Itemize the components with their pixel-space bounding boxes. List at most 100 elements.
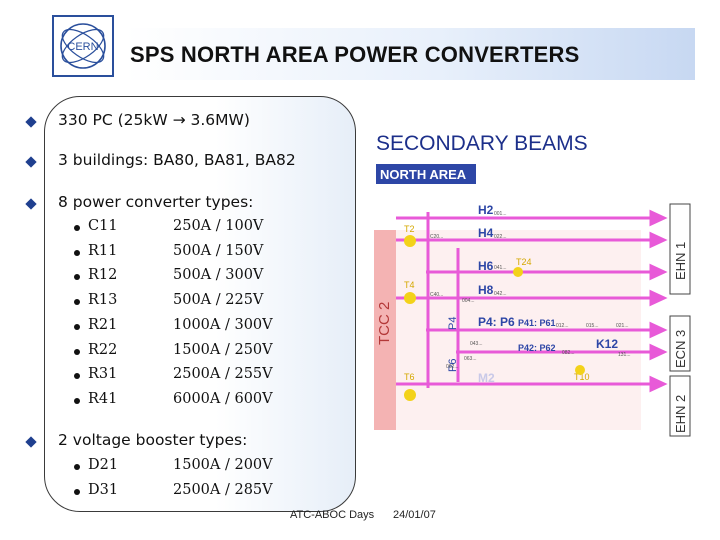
small-label: C40... — [430, 292, 443, 298]
converter-rating: 500A / 300V — [173, 267, 264, 283]
secondary-beams-diagram: SECONDARY BEAMS NORTH AREA TCC 2 EHN 1 E… — [374, 132, 691, 437]
list-dot-icon — [74, 250, 80, 256]
beam-label-k12: K12 — [596, 337, 618, 351]
target-t24-icon — [513, 267, 523, 277]
small-label: 004... — [462, 298, 475, 304]
beam-arrow-icon — [649, 231, 668, 249]
cern-logo-text: CERN — [67, 41, 98, 53]
target-t4-icon — [404, 292, 416, 304]
booster-rating: 1500A / 200V — [173, 457, 273, 473]
target-label-t4: T4 — [404, 280, 415, 290]
small-label: 063... — [464, 356, 477, 362]
text-panel — [44, 96, 356, 512]
list-dot-icon — [74, 349, 80, 355]
beam-arrow-icon — [649, 321, 668, 339]
booster-type: D31 — [88, 482, 119, 498]
target-t10-icon — [575, 365, 585, 375]
target-label-t2: T2 — [404, 224, 415, 234]
small-label: C20... — [430, 234, 443, 240]
cern-logo: CERN — [52, 15, 114, 77]
converter-type: R13 — [88, 292, 118, 308]
small-label: 022... — [494, 234, 507, 240]
small-label: 041... — [494, 265, 507, 271]
beam-label-p4p6: P4: P6 — [478, 315, 515, 329]
converter-type: R12 — [88, 267, 118, 283]
converter-type: R11 — [88, 243, 118, 259]
list-dot-icon — [74, 299, 80, 305]
bullet-diamond-icon — [25, 436, 37, 448]
converter-rating: 500A / 150V — [173, 243, 264, 259]
target-t6-icon — [404, 389, 416, 401]
diagram-heading: SECONDARY BEAMS — [376, 132, 588, 155]
beam-arrow-icon — [649, 289, 668, 307]
ehn2-label: EHN 2 — [673, 395, 688, 433]
ehn2-frame — [669, 375, 691, 437]
ecn3-frame — [669, 315, 691, 372]
beam-label-p41p61: P41: P61 — [518, 318, 556, 328]
small-label: 001... — [494, 211, 507, 217]
ehn1-frame — [669, 203, 691, 295]
p6-label: P6 — [447, 359, 459, 372]
target-label-t10: T10 — [574, 372, 590, 382]
bullet-converter-types: 8 power converter types: — [58, 193, 254, 211]
converter-type: R21 — [88, 317, 118, 333]
bullet-buildings: 3 buildings: BA80, BA81, BA82 — [58, 151, 296, 169]
converter-rating: 2500A / 255V — [173, 366, 273, 382]
converter-rating: 500A / 225V — [173, 292, 264, 308]
converter-type: C11 — [88, 218, 118, 234]
list-dot-icon — [74, 373, 80, 379]
converter-rating: 1000A / 300V — [173, 317, 273, 333]
booster-type: D21 — [88, 457, 119, 473]
small-label: 042... — [494, 291, 507, 297]
beam-arrow-icon — [649, 343, 668, 361]
page-title: SPS NORTH AREA POWER CONVERTERS — [130, 42, 580, 67]
list-dot-icon — [74, 489, 80, 495]
footer-event: ATC-ABOC Days — [290, 509, 375, 521]
list-dot-icon — [74, 274, 80, 280]
beam-label-h8: H8 — [478, 283, 494, 297]
beam-label-h6: H6 — [478, 259, 494, 273]
beam-label-h4: H4 — [478, 226, 494, 240]
area-label-box — [376, 164, 476, 184]
beam-arrow-icon — [649, 375, 668, 393]
list-dot-icon — [74, 225, 80, 231]
footer-date: 24/01/07 — [393, 509, 436, 521]
beam-arrow-icon — [649, 209, 668, 227]
beam-label-h2: H2 — [478, 203, 494, 217]
list-dot-icon — [74, 398, 80, 404]
ecn3-label: ECN 3 — [673, 330, 688, 368]
target-label-t6: T6 — [404, 372, 415, 382]
converter-type: R41 — [88, 391, 118, 407]
p4-label: P4 — [447, 317, 459, 330]
small-label: 062... — [446, 364, 459, 370]
list-dot-icon — [74, 464, 80, 470]
booster-rating: 2500A / 285V — [173, 482, 273, 498]
target-t2-icon — [404, 235, 416, 247]
bullet-diamond-icon — [25, 156, 37, 168]
header-band — [125, 28, 695, 80]
converter-type: R22 — [88, 342, 118, 358]
bullet-diamond-icon — [25, 116, 37, 128]
beam-label-m2: M2 — [478, 371, 495, 385]
converter-rating: 1500A / 250V — [173, 342, 273, 358]
small-label: 043... — [470, 341, 483, 347]
area-label: NORTH AREA — [380, 167, 467, 182]
small-label: 021... — [616, 323, 629, 329]
bullet-diamond-icon — [25, 198, 37, 210]
small-label: 131... — [618, 352, 631, 358]
ehn1-label: EHN 1 — [673, 242, 688, 280]
tcc2-band — [374, 230, 396, 430]
list-dot-icon — [74, 324, 80, 330]
beam-label-p42p62: P42: P62 — [518, 343, 556, 353]
beam-arrow-icon — [649, 263, 668, 281]
small-label: 012... — [556, 323, 569, 329]
converter-rating: 6000A / 600V — [173, 391, 273, 407]
converter-rating: 250A / 100V — [173, 218, 264, 234]
small-label: 015... — [586, 323, 599, 329]
converter-type: R31 — [88, 366, 118, 382]
tcc2-label: TCC 2 — [376, 302, 393, 345]
target-label-t24: T24 — [516, 257, 532, 267]
bullet-power-converters: 330 PC (25kW → 3.6MW) — [58, 111, 250, 129]
bullet-booster-types: 2 voltage booster types: — [58, 431, 248, 449]
small-label: 082... — [562, 350, 575, 356]
